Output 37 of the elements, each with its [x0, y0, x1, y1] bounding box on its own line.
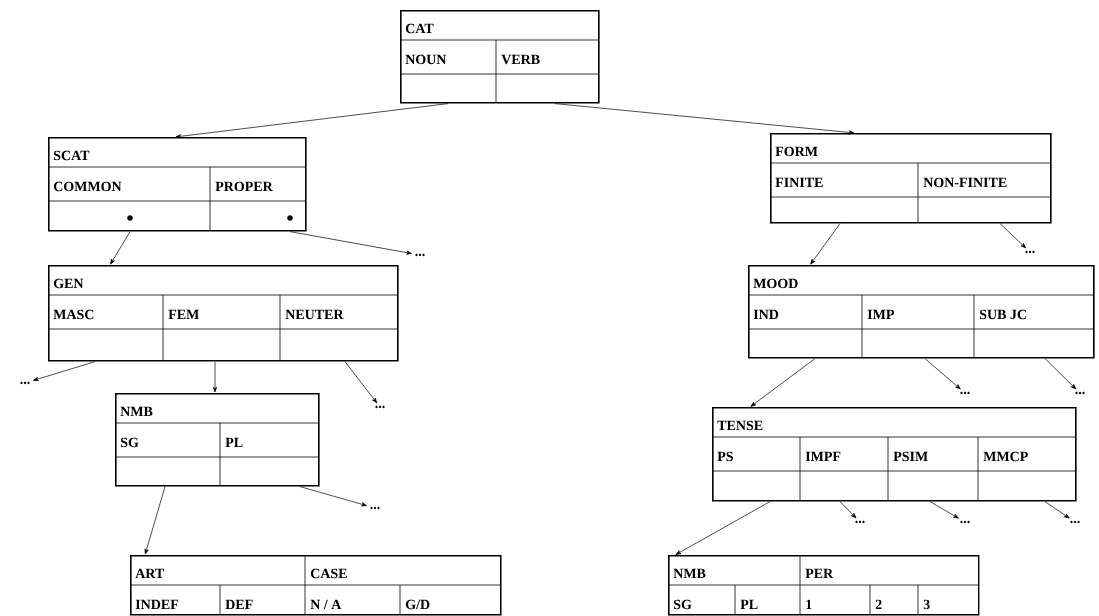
feature-table: NMB SG PL [114, 393, 320, 487]
feature-table: MOOD IND IMP SUB JC [747, 265, 1095, 359]
ellipsis: ... [375, 405, 385, 409]
arrow [299, 486, 367, 507]
arrow [1044, 501, 1070, 519]
arrow [924, 358, 961, 390]
arrow [554, 103, 855, 135]
arrow [212, 361, 218, 393]
arrow [810, 223, 841, 265]
ellipsis: ... [960, 520, 970, 524]
ellipsis: ... [1070, 520, 1080, 524]
feature-table: CAT NOUN VERB [399, 10, 600, 104]
arrow [110, 231, 131, 265]
feature-table: ART CASE INDEF DEF N / A G/D [129, 554, 502, 616]
ellipsis: ... [415, 253, 425, 257]
arrow [929, 501, 959, 519]
arrow [289, 231, 412, 255]
arrow [750, 358, 816, 407]
feature-table: FORM FINITE NON-FINITE [769, 133, 1052, 224]
ellipsis: ... [1075, 391, 1085, 395]
feature-table: SCAT COMMON PROPER [47, 137, 307, 232]
arrow [839, 501, 857, 519]
arrow [175, 103, 449, 139]
ellipsis: ... [370, 506, 380, 510]
arrow [675, 501, 771, 555]
arrow [344, 361, 378, 404]
feature-table: NMB PER SG PL 1 2 3 [667, 554, 980, 616]
ellipsis: ... [20, 381, 30, 385]
arrow [999, 223, 1027, 249]
ellipsis: ... [1025, 250, 1035, 254]
arrow [144, 486, 166, 555]
ellipsis: ... [855, 520, 865, 524]
ellipsis: ... [960, 391, 970, 395]
arrow [1044, 358, 1077, 390]
feature-table: GEN MASC FEM NEUTER [47, 265, 399, 362]
arrow [33, 361, 96, 382]
feature-table: TENSE PS IMPF PSIM MMCP [711, 407, 1077, 502]
